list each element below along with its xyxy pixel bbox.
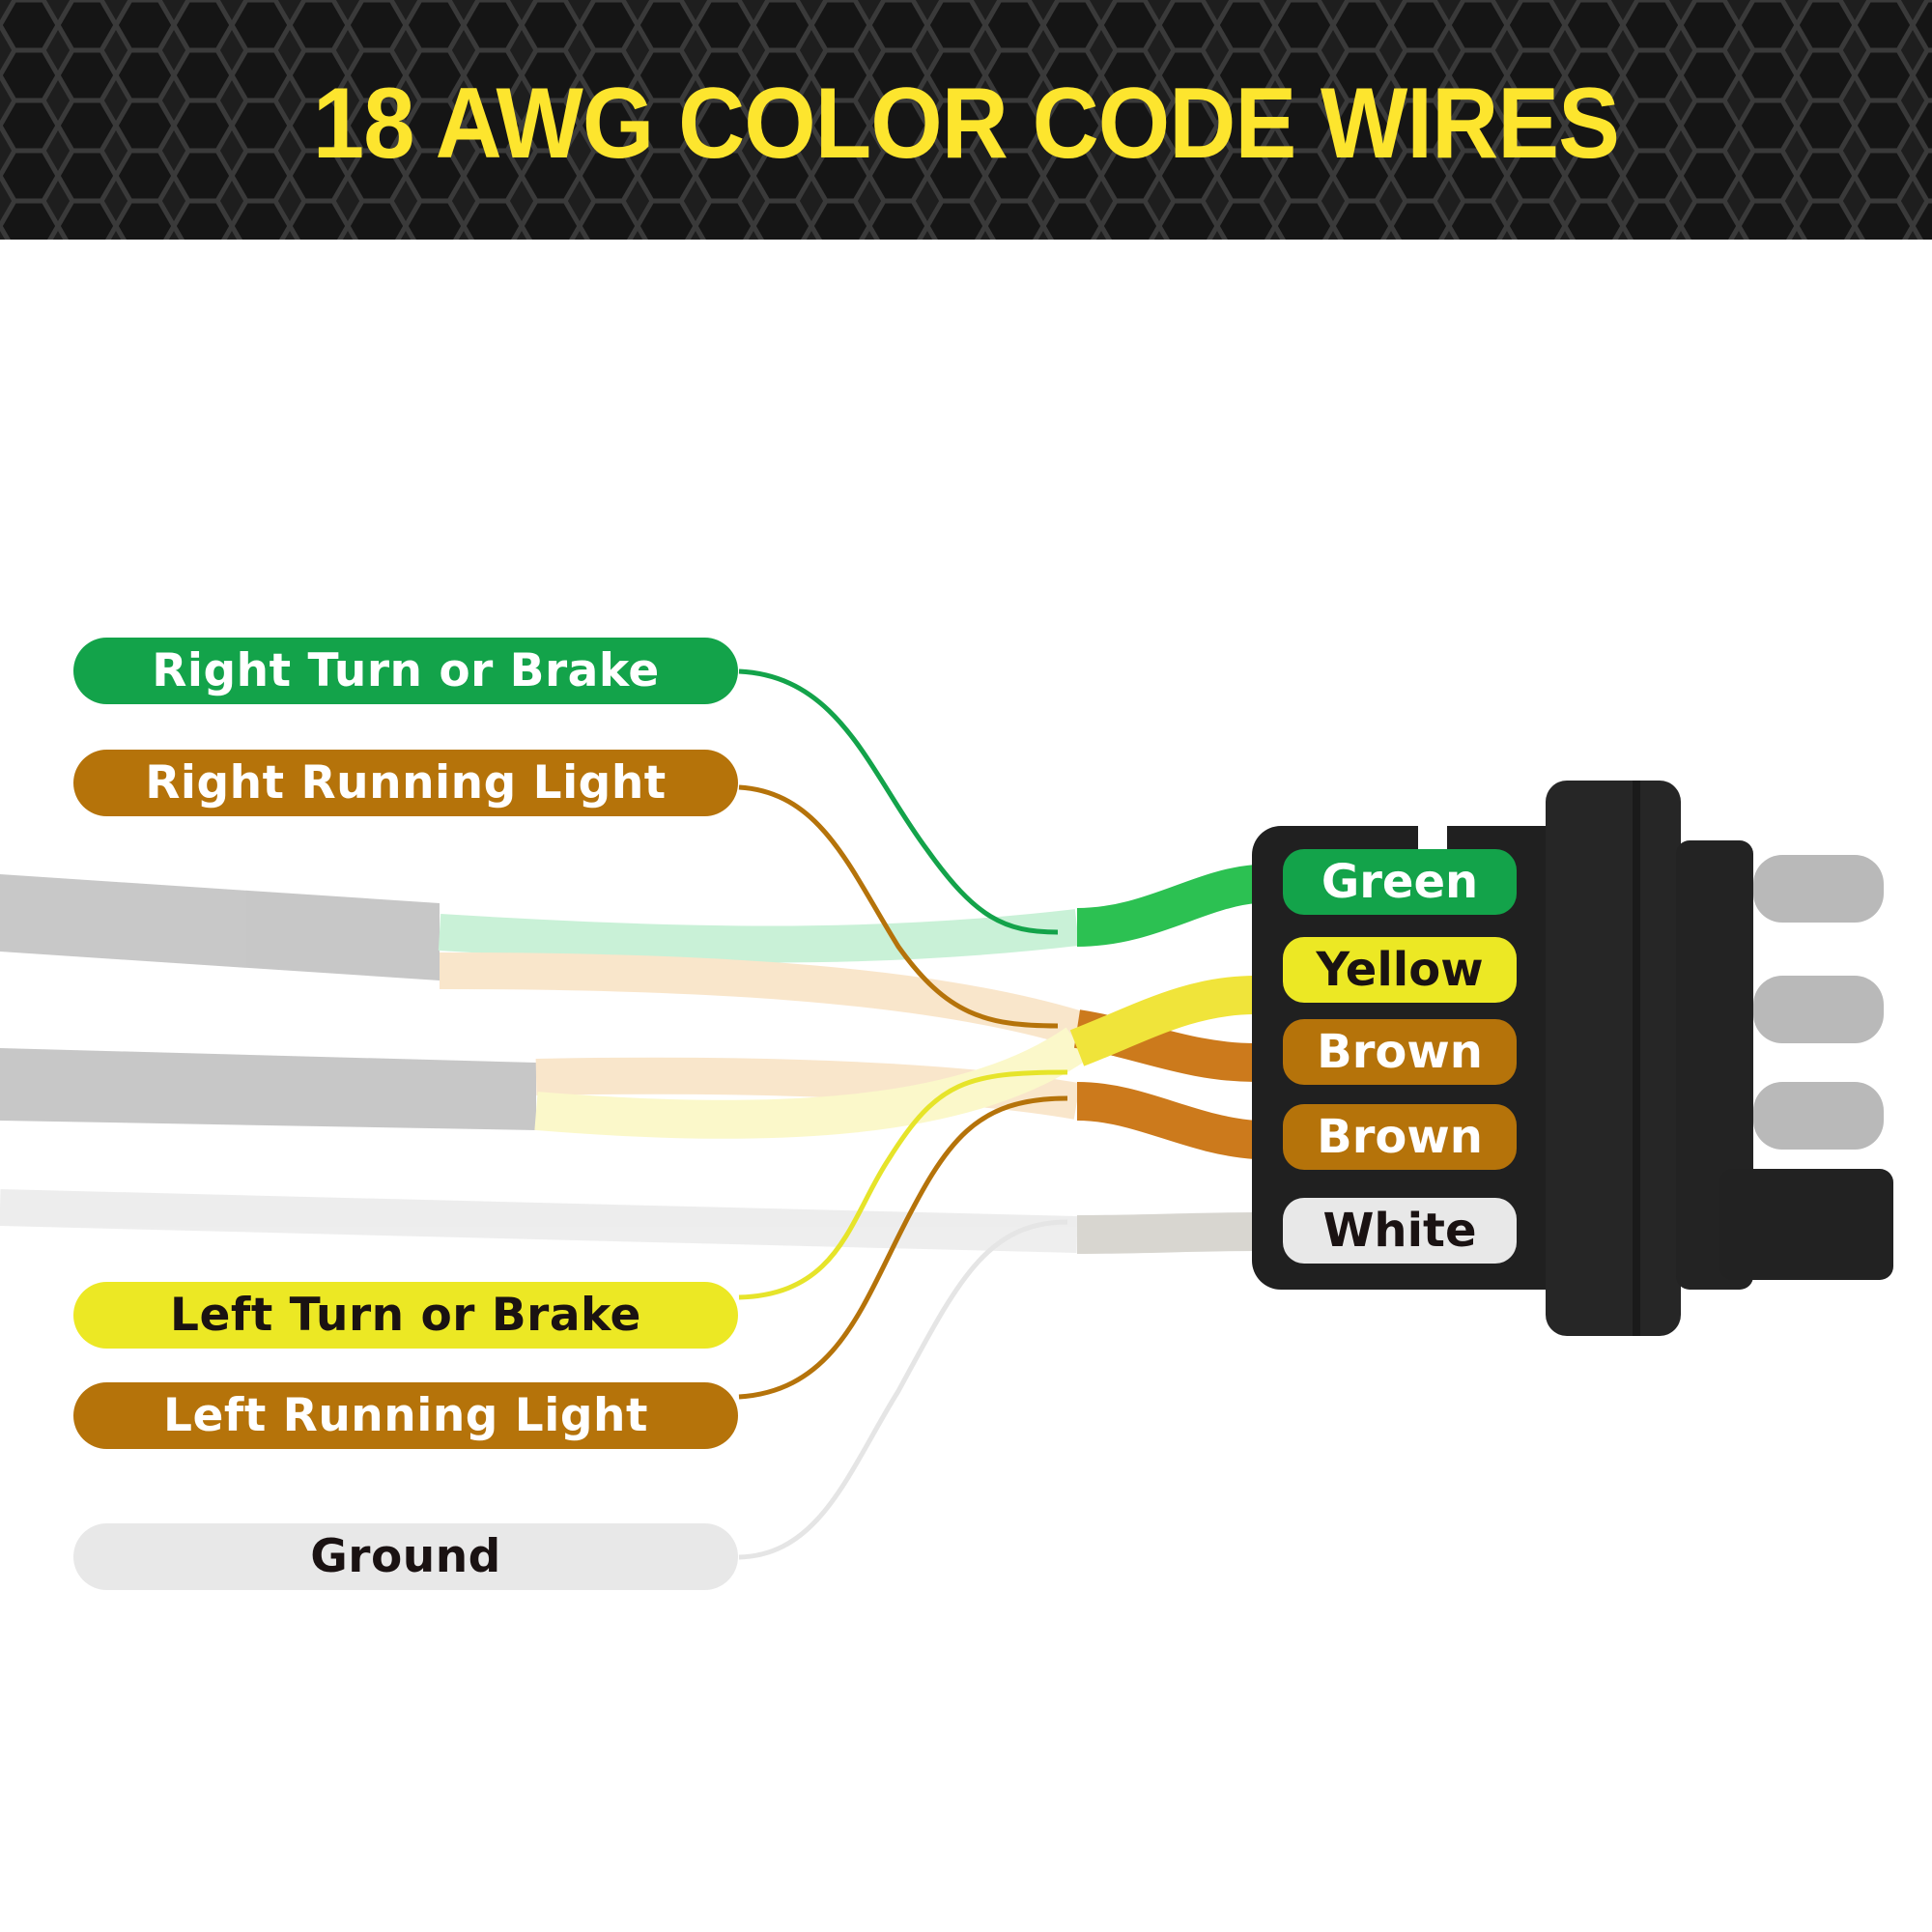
leader-line-left-turn (738, 1069, 1068, 1300)
label-text: Left Running Light (163, 1389, 648, 1442)
pin-tag-brown-2: Brown (1283, 1104, 1517, 1170)
label-text: Ground (310, 1530, 501, 1583)
wire-green-faded (438, 909, 1080, 963)
pin-tag-brown-1: Brown (1283, 1019, 1517, 1085)
pin-1 (1753, 855, 1884, 923)
pin-tag-text: Yellow (1316, 943, 1484, 997)
pin-tag-white: White (1283, 1198, 1517, 1264)
wire-brown-2 (1076, 1082, 1258, 1159)
hex-pattern-background (0, 0, 1932, 240)
wire-brown-faded-2 (535, 1057, 1081, 1120)
wire-yellow (1069, 976, 1257, 1066)
label-text: Right Running Light (145, 756, 667, 810)
label-ground: Ground (73, 1523, 738, 1590)
label-text: Right Turn or Brake (152, 644, 660, 697)
pin-tag-text: Brown (1317, 1025, 1483, 1079)
pin-3 (1753, 1082, 1884, 1150)
page-title: 18 AWG COLOR CODE WIRES (312, 67, 1620, 180)
connector-pins (1753, 855, 1884, 1150)
label-right-running-light: Right Running Light (73, 750, 738, 816)
leader-line-left-running (738, 1095, 1068, 1400)
pin-tag-yellow: Yellow (1283, 937, 1517, 1003)
wire-green (1076, 865, 1259, 947)
wire-white (1076, 1212, 1257, 1254)
leader-line-ground (738, 1219, 1068, 1560)
heat-shrink-lower (0, 1048, 536, 1130)
label-left-running-light: Left Running Light (73, 1382, 738, 1449)
leader-line-right-running (738, 784, 1059, 1029)
label-text: Left Turn or Brake (170, 1289, 641, 1342)
wire-brown-faded-1 (439, 952, 1083, 1047)
heat-shrink-upper (0, 874, 440, 980)
pin-2 (1753, 976, 1884, 1043)
cable-bundle (0, 874, 1089, 1253)
pin-tag-text: Brown (1317, 1110, 1483, 1164)
leader-line-right-turn (738, 668, 1059, 935)
header-banner: 18 AWG COLOR CODE WIRES (0, 0, 1932, 240)
label-left-turn-or-brake: Left Turn or Brake (73, 1282, 738, 1349)
label-right-turn-or-brake: Right Turn or Brake (73, 638, 738, 704)
pin-tag-text: White (1322, 1204, 1477, 1258)
wire-white-faded (0, 1189, 1078, 1253)
pin-tag-green: Green (1283, 849, 1517, 915)
pin-tag-text: Green (1321, 855, 1479, 909)
